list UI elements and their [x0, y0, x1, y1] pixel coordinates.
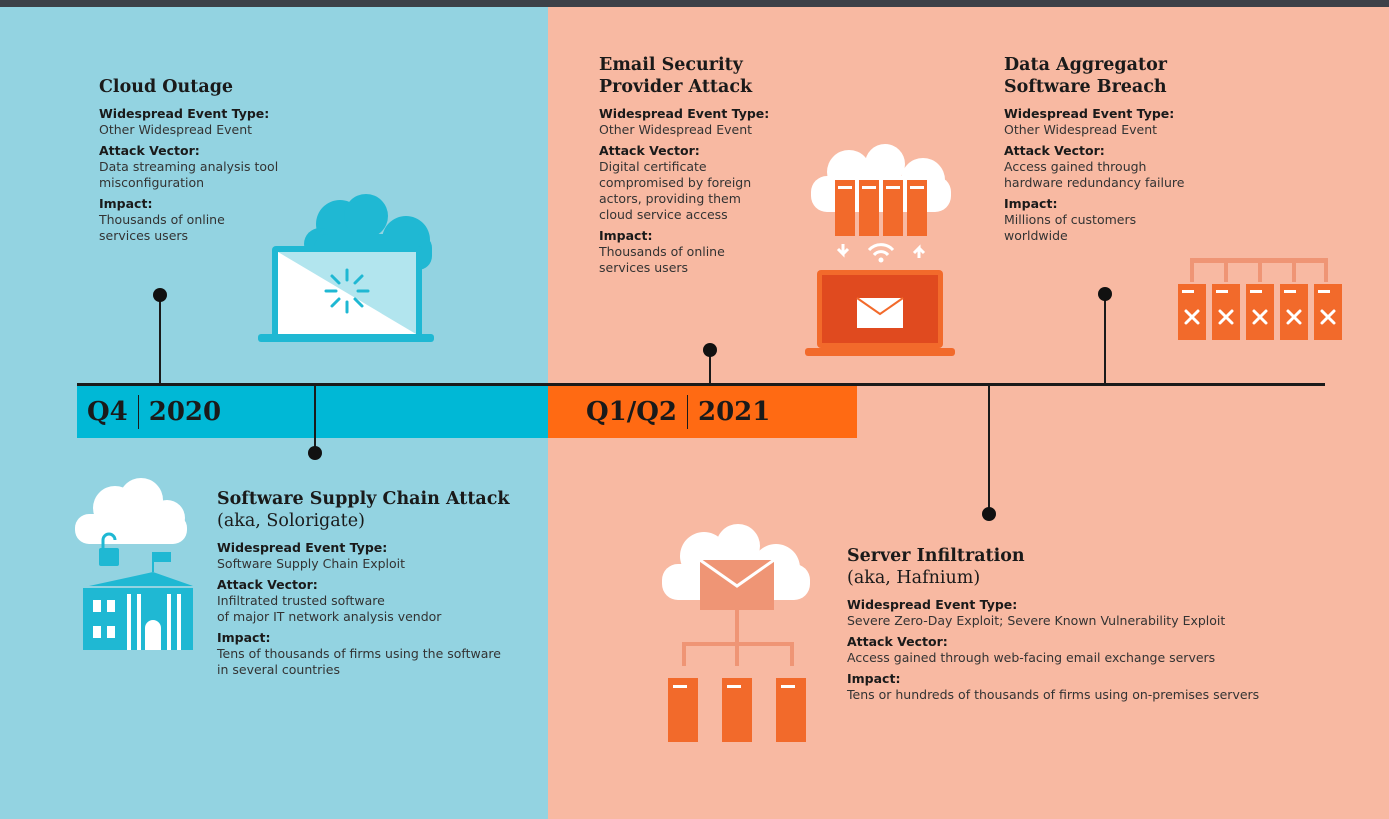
- event-title: Server Infiltration: [847, 546, 1025, 566]
- attack-vector-label: Attack Vector:: [847, 634, 948, 649]
- attack-vector-label: Attack Vector:: [217, 577, 318, 592]
- event-type-label: Widespread Event Type:: [847, 597, 1018, 612]
- cloud-servers-laptop-email-icon: [805, 144, 955, 356]
- text-line: Tens of thousands of firms using the sof…: [217, 646, 501, 661]
- event-email-security: Email Security Provider Attack Widesprea…: [599, 54, 799, 281]
- attack-vector-label: Attack Vector:: [599, 143, 700, 158]
- text-line: Digital certificate: [599, 159, 707, 174]
- data-aggregator-marker: [1098, 287, 1112, 301]
- attack-vector-label: Attack Vector:: [99, 143, 200, 158]
- event-type-label: Widespread Event Type:: [1004, 106, 1175, 121]
- text-line: services users: [99, 228, 189, 243]
- impact-label: Impact:: [599, 228, 653, 243]
- text-line: actors, providing them: [599, 191, 741, 206]
- event-aka: (aka, Hafnium): [847, 568, 981, 588]
- impact-label: Impact:: [217, 630, 271, 645]
- timeline-axis: [77, 383, 1325, 386]
- attack-vector-value: Infiltrated trusted software of major IT…: [217, 593, 547, 625]
- event-cloud-outage: Cloud Outage Widespread Event Type: Othe…: [99, 76, 319, 249]
- attack-vector-value: Access gained through hardware redundanc…: [1004, 159, 1234, 191]
- event-data-aggregator: Data Aggregator Software Breach Widespre…: [1004, 54, 1234, 249]
- attack-vector-label: Attack Vector:: [1004, 143, 1105, 158]
- event-type-label: Widespread Event Type:: [217, 540, 388, 555]
- event-title: Email Security Provider Attack: [599, 54, 799, 98]
- server-infiltration-stem: [988, 386, 990, 514]
- cloud-outage-stem: [159, 294, 161, 384]
- attack-vector-value: Digital certificate compromised by forei…: [599, 159, 799, 223]
- event-aka: (aka, Solorigate): [217, 511, 365, 531]
- text-line: cloud service access: [599, 207, 728, 222]
- data-aggregator-stem: [1104, 294, 1106, 384]
- impact-value: Millions of customers worldwide: [1004, 212, 1234, 244]
- supply-chain-marker: [308, 446, 322, 460]
- period-label-q1q2-2021: Q1/Q2 2021: [548, 386, 857, 438]
- text-line: Data streaming analysis tool: [99, 159, 279, 174]
- text-line: Email Security: [599, 55, 743, 75]
- event-type-label: Widespread Event Type:: [99, 106, 270, 121]
- text-line: in several countries: [217, 662, 340, 677]
- event-title: Data Aggregator Software Breach: [1004, 54, 1234, 98]
- attack-vector-value: Access gained through web-facing email e…: [847, 650, 1216, 665]
- event-type-label: Widespread Event Type:: [599, 106, 770, 121]
- period-year: 2021: [697, 397, 771, 427]
- text-line: hardware redundancy failure: [1004, 175, 1185, 190]
- email-security-marker: [703, 343, 717, 357]
- server-rack-failure-icon: [1178, 258, 1342, 340]
- event-supply-chain: Software Supply Chain Attack (aka, Solor…: [217, 488, 547, 683]
- period-quarter: Q4: [87, 397, 128, 427]
- event-type-value: Other Widespread Event: [99, 122, 253, 137]
- text-line: Infiltrated trusted software: [217, 593, 385, 608]
- server-infiltration-marker: [982, 507, 996, 521]
- email-security-stem: [709, 350, 711, 384]
- top-bar: [0, 0, 1389, 7]
- impact-value: Tens of thousands of firms using the sof…: [217, 646, 547, 678]
- event-server-infiltration: Server Infiltration (aka, Hafnium) Wides…: [847, 545, 1327, 708]
- impact-label: Impact:: [847, 671, 901, 686]
- text-line: Data Aggregator: [1004, 55, 1167, 75]
- period-divider: [137, 395, 139, 429]
- text-line: Access gained through: [1004, 159, 1147, 174]
- attack-vector-value: Data streaming analysis tool misconfigur…: [99, 159, 319, 191]
- event-type-value: Severe Zero-Day Exploit; Severe Known Vu…: [847, 613, 1226, 628]
- event-title: Cloud Outage: [99, 77, 234, 97]
- impact-value: Thousands of online services users: [599, 244, 799, 276]
- text-line: Software Breach: [1004, 77, 1167, 97]
- period-quarter: Q1/Q2: [586, 397, 677, 427]
- cloud-building-lock-icon: [75, 478, 193, 650]
- impact-value: Thousands of online services users: [99, 212, 319, 244]
- period-divider: [686, 395, 688, 429]
- text-line: of major IT network analysis vendor: [217, 609, 442, 624]
- event-type-value: Other Widespread Event: [1004, 122, 1158, 137]
- period-year: 2020: [148, 397, 222, 427]
- text-line: services users: [599, 260, 689, 275]
- event-type-value: Software Supply Chain Exploit: [217, 556, 406, 571]
- event-type-value: Other Widespread Event: [599, 122, 753, 137]
- text-line: Thousands of online: [99, 212, 225, 227]
- cloud-email-server-network-icon: [662, 524, 810, 742]
- impact-value: Tens or hundreds of thousands of firms u…: [847, 687, 1260, 702]
- text-line: Thousands of online: [599, 244, 725, 259]
- text-line: compromised by foreign: [599, 175, 752, 190]
- period-label-q4-2020: Q4 2020: [77, 386, 548, 438]
- text-line: Provider Attack: [599, 77, 753, 97]
- impact-label: Impact:: [1004, 196, 1058, 211]
- cloud-outage-marker: [153, 288, 167, 302]
- text-line: worldwide: [1004, 228, 1068, 243]
- event-title: Software Supply Chain Attack: [217, 489, 510, 509]
- text-line: misconfiguration: [99, 175, 205, 190]
- text-line: Millions of customers: [1004, 212, 1137, 227]
- cloud-laptop-loading-icon: [258, 194, 434, 342]
- supply-chain-stem: [314, 386, 316, 453]
- impact-label: Impact:: [99, 196, 153, 211]
